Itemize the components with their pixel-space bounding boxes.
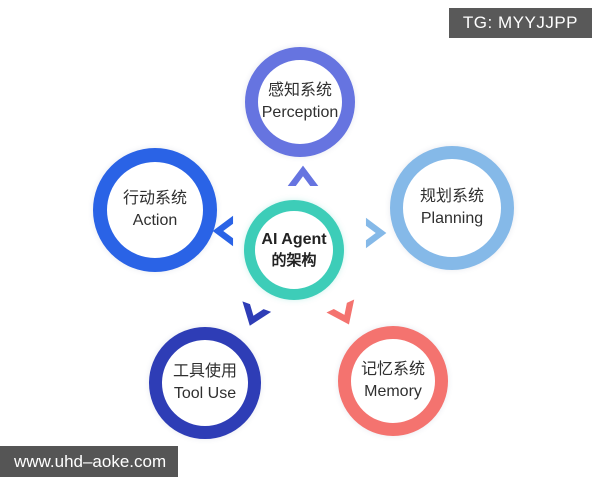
center-label-line2: 的架构	[271, 251, 317, 269]
node-tool-use-label-zh: 工具使用	[172, 363, 237, 381]
node-action: 行动系统 Action	[93, 148, 217, 272]
node-memory-label-en: Memory	[364, 383, 422, 400]
arrow-to-planning-icon	[364, 216, 390, 250]
node-ai-agent-center: AI Agent 的架构	[244, 200, 344, 300]
arrow-to-tool-use-icon	[233, 299, 274, 335]
telegram-badge: TG: MYYJJPP	[448, 8, 592, 38]
node-action-label-en: Action	[132, 212, 178, 229]
node-perception-label-zh: 感知系统	[267, 82, 332, 100]
watermark: www.uhd–aoke.com	[0, 446, 179, 477]
node-perception: 感知系统 Perception	[245, 47, 355, 157]
node-perception-label-en: Perception	[261, 104, 339, 121]
node-tool-use: 工具使用 Tool Use	[149, 327, 261, 439]
node-tool-use-label-en: Tool Use	[173, 385, 237, 402]
center-label-line1: AI Agent	[261, 230, 327, 248]
arrow-to-memory-icon	[324, 297, 366, 335]
node-planning: 规划系统 Planning	[390, 146, 514, 270]
node-memory-label-zh: 记忆系统	[360, 361, 425, 379]
node-memory: 记忆系统 Memory	[338, 326, 448, 436]
arrow-to-perception-icon	[286, 162, 320, 188]
node-action-label-zh: 行动系统	[122, 190, 187, 208]
arrow-to-action-icon	[209, 214, 235, 248]
node-planning-label-en: Planning	[420, 210, 484, 227]
node-planning-label-zh: 规划系统	[419, 188, 484, 206]
